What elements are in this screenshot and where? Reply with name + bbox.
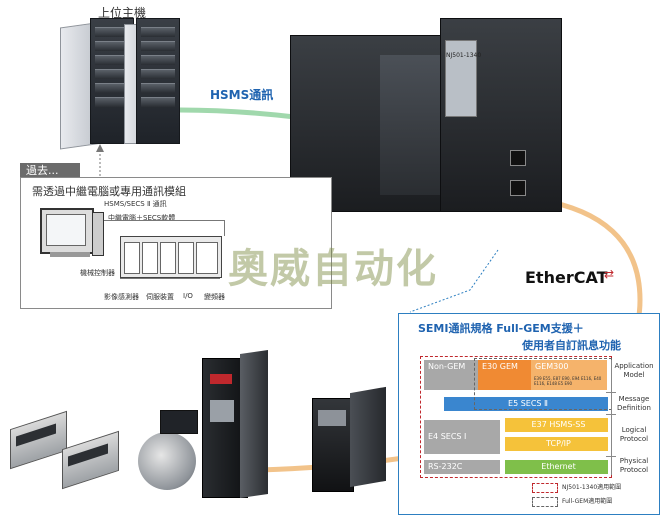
band-e37-hsms: E37 HSMS-SS	[505, 418, 608, 432]
callout-line	[409, 249, 499, 313]
past-heading: 需透過中繼電腦或專用通訊模組	[32, 185, 186, 198]
device-label-servo: 伺服裝置	[146, 293, 174, 301]
plc-model-label: NJ501-1340	[446, 52, 482, 59]
machine-label: 機械控制器	[80, 269, 115, 277]
semi-title-line1: SEMI通訊規格 Full-GEM支援＋	[418, 322, 584, 335]
hsms-label: HSMS通訊	[210, 88, 274, 102]
band-e4-secs1: E4 SECS Ⅰ	[424, 420, 500, 454]
layer-logical-protocol: Logical Protocol	[619, 426, 649, 443]
band-e30-gem: E30 GEM	[478, 360, 532, 390]
ethercat-port-icon	[510, 180, 526, 196]
band-ethernet: Ethernet	[505, 460, 608, 474]
device-label-io: I/O	[183, 292, 193, 300]
past-relay-label: 中繼電腦＋SECS軟體	[108, 214, 176, 222]
band-e5-secs2: E5 SECS Ⅱ	[444, 397, 608, 411]
band-rs232c: RS-232C	[424, 460, 500, 474]
semi-panel	[398, 313, 660, 515]
past-hsms-line: HSMS/SECS Ⅱ 通訊	[104, 200, 167, 208]
layer-physical-protocol: Physical Protocol	[619, 457, 649, 474]
ethercat-logo: EtherCAT	[525, 268, 608, 287]
legend-fullgem-label: Full-GEM適用範圍	[562, 498, 613, 505]
watermark: 奧威自动化	[228, 246, 438, 292]
band-tcpip: TCP/IP	[505, 437, 608, 451]
host-title: 上位主機	[98, 6, 147, 20]
scope-fullgem-outline	[474, 358, 612, 410]
device-label-vision: 影像感測器	[104, 293, 139, 301]
band-gem300: GEM300	[531, 360, 607, 390]
legend-nj501-label: NJ501-1340適用範圍	[562, 484, 622, 491]
ethernet-port-icon	[510, 150, 526, 166]
semi-title-line2: 使用者自訂訊息功能	[522, 339, 621, 352]
layer-application-model: Application Model	[614, 362, 654, 379]
past-tab: 過去...	[20, 163, 80, 179]
layer-message-definition: Message Definition	[617, 395, 651, 412]
device-label-inverter: 變頻器	[204, 293, 225, 301]
legend-fullgem-swatch	[532, 497, 558, 507]
band-non-gem: Non-GEM	[424, 360, 482, 390]
band-gem300-label: GEM300	[535, 362, 569, 371]
legend-nj501-swatch	[532, 483, 558, 493]
ethercat-arrow-icon: ⇄	[604, 267, 615, 281]
band-gem300-sub: E39 E55, E87 E90, E94 E116, E40 E116, E1…	[534, 376, 602, 386]
